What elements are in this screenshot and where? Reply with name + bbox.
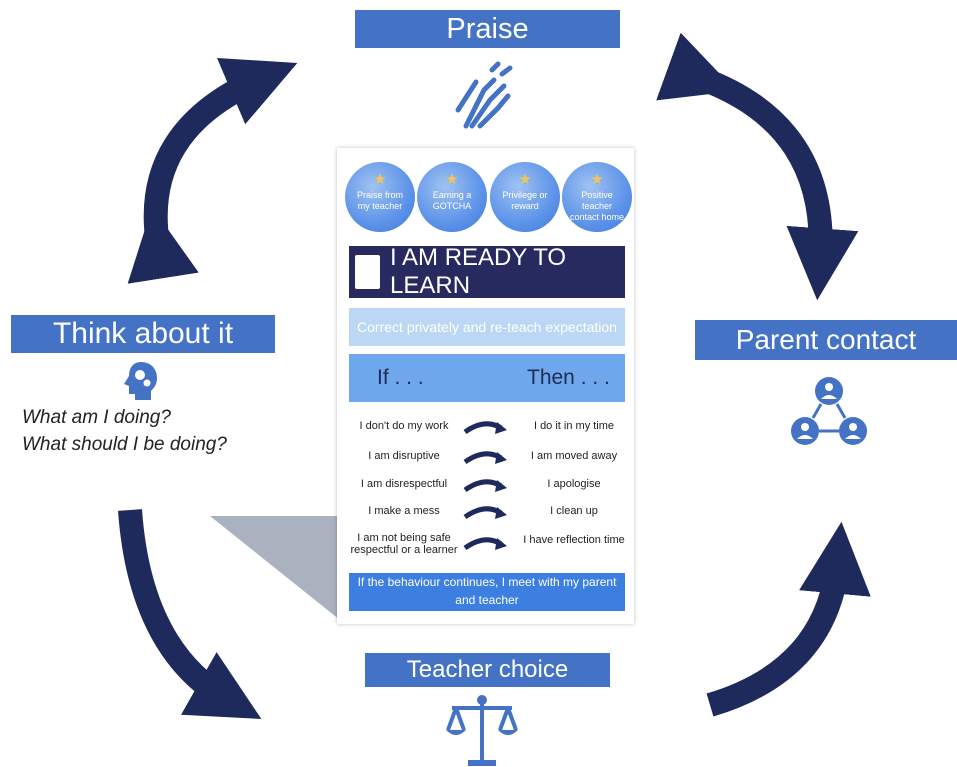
curved-arrow-icon <box>463 537 507 551</box>
think-question-2: What should I be doing? <box>22 434 227 455</box>
reward-circle-4: ★ Positive teacher contact home <box>562 162 632 232</box>
reward-circle-2: ★ Earning a GOTCHA <box>417 162 487 232</box>
then-label: Then . . . <box>527 366 610 389</box>
parent-contact-label: Parent contact <box>695 320 957 360</box>
curved-arrow-icon <box>463 479 507 493</box>
star-icon: ★ <box>590 171 604 188</box>
if-then-header: If . . . Then . . . <box>349 354 625 402</box>
star-icon: ★ <box>445 171 459 188</box>
ready-to-learn-banner: I AM READY TO LEARN <box>349 244 625 299</box>
callout-shadow <box>210 516 340 620</box>
clapping-hands-icon <box>455 61 513 129</box>
head-gears-icon <box>124 362 157 400</box>
arrow-top-right <box>656 32 859 301</box>
curved-arrow-icon <box>463 421 507 435</box>
arrow-top-left <box>127 58 298 284</box>
if-label: If . . . <box>377 366 424 389</box>
school-logo <box>355 255 381 289</box>
think-about-it-label: Think about it <box>11 315 275 353</box>
behaviour-poster: ★ Praise from my teacher ★ Earning a GOT… <box>337 148 634 624</box>
think-question-1: What am I doing? <box>22 407 171 428</box>
curved-arrow-icon <box>463 506 507 520</box>
teacher-choice-label: Teacher choice <box>365 653 610 687</box>
ready-title: I AM READY TO LEARN <box>390 244 567 299</box>
balance-scale-icon <box>446 695 518 766</box>
reward-circle-1: ★ Praise from my teacher <box>345 162 415 232</box>
reward-circle-3: ★ Privilege or reward <box>490 162 560 232</box>
star-icon: ★ <box>518 171 532 188</box>
star-icon: ★ <box>373 171 387 188</box>
arrow-bottom-right <box>706 521 871 717</box>
correct-privately-bar: Correct privately and re-teach expectati… <box>349 308 625 346</box>
meet-parent-bar: If the behaviour continues, I meet with … <box>349 573 625 611</box>
people-network-icon <box>791 377 867 445</box>
curved-arrow-icon <box>463 451 507 465</box>
arrow-bottom-left <box>118 509 262 719</box>
praise-label: Praise <box>355 10 620 48</box>
